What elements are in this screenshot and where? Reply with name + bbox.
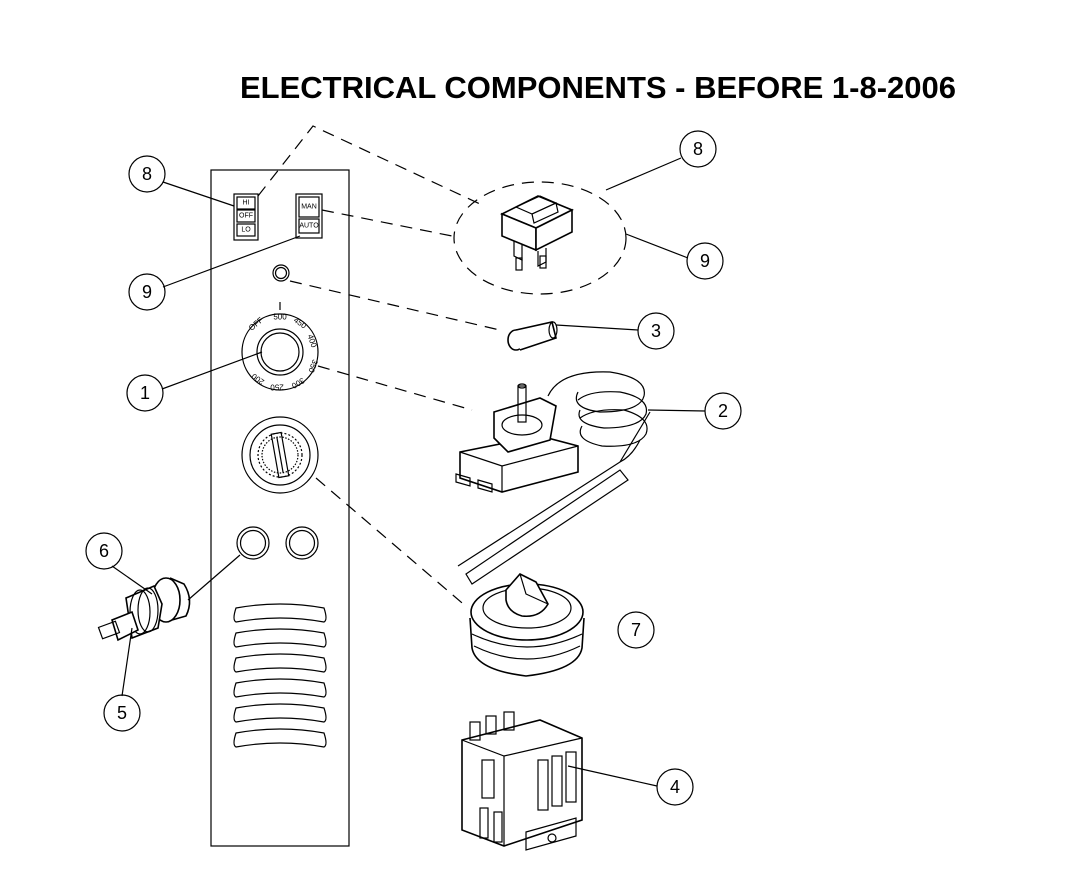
- knob-hole-right: [285, 526, 319, 560]
- callout-6: 6: [85, 532, 123, 570]
- leader-switch-hi-off-lo: [257, 125, 481, 205]
- svg-text:4: 4: [670, 777, 680, 797]
- switch-detail-outline: [453, 181, 627, 295]
- switch-label-hi: HI: [243, 200, 250, 207]
- callout-4: 4: [656, 768, 694, 806]
- thermostat-dial: OFF 500 450 400 350 300 250 200: [241, 302, 320, 392]
- leader-pilot-light: [289, 280, 505, 332]
- man-auto-switch: MAN AUTO: [295, 193, 323, 239]
- leader-switch-man-auto: [321, 209, 453, 237]
- callout-8-left: 8: [128, 155, 166, 193]
- knob-hole-left: [236, 526, 270, 560]
- callout-1: 1: [126, 374, 164, 412]
- timer-dial: [241, 416, 319, 494]
- pilot-light-component: [507, 321, 558, 351]
- dial-label-400: 400: [305, 333, 318, 349]
- switch-label-auto: AUTO: [299, 223, 319, 230]
- switch-label-lo: LO: [241, 227, 251, 234]
- dial-label-450: 450: [292, 315, 309, 330]
- thermostat-component: [455, 371, 651, 585]
- svg-text:8: 8: [142, 164, 152, 184]
- svg-text:9: 9: [142, 282, 152, 302]
- diagram-title: ELECTRICAL COMPONENTS - BEFORE 1-8-2006: [240, 70, 956, 105]
- switch-label-man: MAN: [301, 204, 317, 211]
- dial-label-250: 250: [270, 383, 284, 392]
- knob-component: [469, 573, 585, 677]
- callout-8-right: 8: [679, 130, 717, 168]
- pilot-light-hole: [272, 264, 290, 282]
- dial-label-350: 350: [306, 358, 319, 374]
- control-panel: [210, 169, 350, 847]
- svg-text:5: 5: [117, 703, 127, 723]
- hi-off-lo-switch: HI OFF LO: [233, 193, 259, 241]
- switch-label-off: OFF: [239, 213, 253, 220]
- relay-component: [461, 711, 583, 851]
- callout-9-right: 9: [686, 242, 724, 280]
- callout-7: 7: [617, 611, 655, 649]
- callout-3: 3: [637, 312, 675, 350]
- leader-timer: [315, 477, 469, 609]
- dial-label-500: 500: [273, 313, 287, 322]
- dial-label-200: 200: [250, 371, 267, 386]
- callout-2: 2: [704, 392, 742, 430]
- svg-text:7: 7: [631, 620, 641, 640]
- callout-9-left: 9: [128, 273, 166, 311]
- vent-louvers: [233, 603, 327, 748]
- svg-text:9: 9: [700, 251, 710, 271]
- bushing-component: [97, 577, 191, 642]
- svg-text:1: 1: [140, 383, 150, 403]
- svg-text:3: 3: [651, 321, 661, 341]
- svg-text:8: 8: [693, 139, 703, 159]
- leader-thermostat: [317, 365, 473, 411]
- svg-text:6: 6: [99, 541, 109, 561]
- svg-text:2: 2: [718, 401, 728, 421]
- rocker-switch: [500, 195, 574, 271]
- callout-5: 5: [103, 694, 141, 732]
